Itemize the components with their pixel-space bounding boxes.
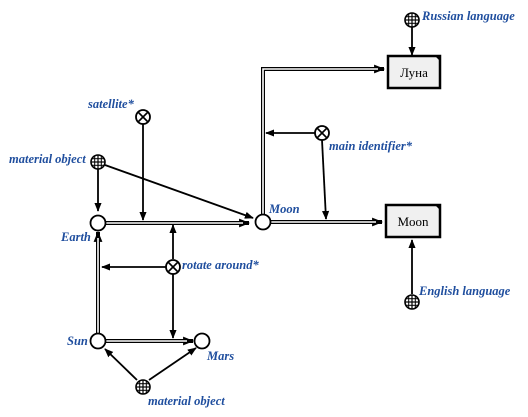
edge-main-identifier-down — [321, 139, 330, 220]
sun-node — [89, 332, 107, 350]
edge-material-object-to-moon — [104, 164, 254, 219]
circled-x-icon — [165, 259, 181, 275]
label-material-object-bottom: material object — [148, 394, 225, 408]
double-edges — [93, 64, 386, 346]
mars-node — [193, 332, 211, 350]
label-mars: Mars — [206, 349, 234, 363]
edge-moon-luna — [261, 64, 386, 214]
circled-x-icon — [135, 109, 151, 125]
single-edges — [94, 27, 416, 381]
luna-box-label: Луна — [400, 65, 428, 80]
edge-material-object-to-sun — [104, 348, 138, 381]
label-rotate-around: rotate around* — [182, 258, 260, 272]
label-satellite: satellite* — [87, 97, 135, 111]
label-moon-node: Moon — [268, 202, 300, 216]
moon-node — [254, 213, 272, 231]
label-russian-language: Russian language — [421, 9, 515, 23]
globe-icon — [404, 294, 420, 310]
label-earth: Earth — [60, 230, 91, 244]
earth-node — [89, 214, 107, 232]
label-material-object-top: material object — [9, 152, 86, 166]
label-main-identifier: main identifier* — [329, 139, 413, 153]
moon-box: Moon — [384, 203, 442, 239]
label-sun: Sun — [67, 334, 88, 348]
edge-material-object-to-mars — [148, 347, 197, 381]
luna-box: Луна — [386, 54, 442, 90]
moon-box-label: Moon — [397, 214, 429, 229]
label-english-language: English language — [418, 284, 511, 298]
globe-icon — [135, 379, 151, 395]
globe-icon — [404, 12, 420, 28]
globe-icon — [90, 154, 106, 170]
circled-x-icon — [314, 125, 330, 141]
